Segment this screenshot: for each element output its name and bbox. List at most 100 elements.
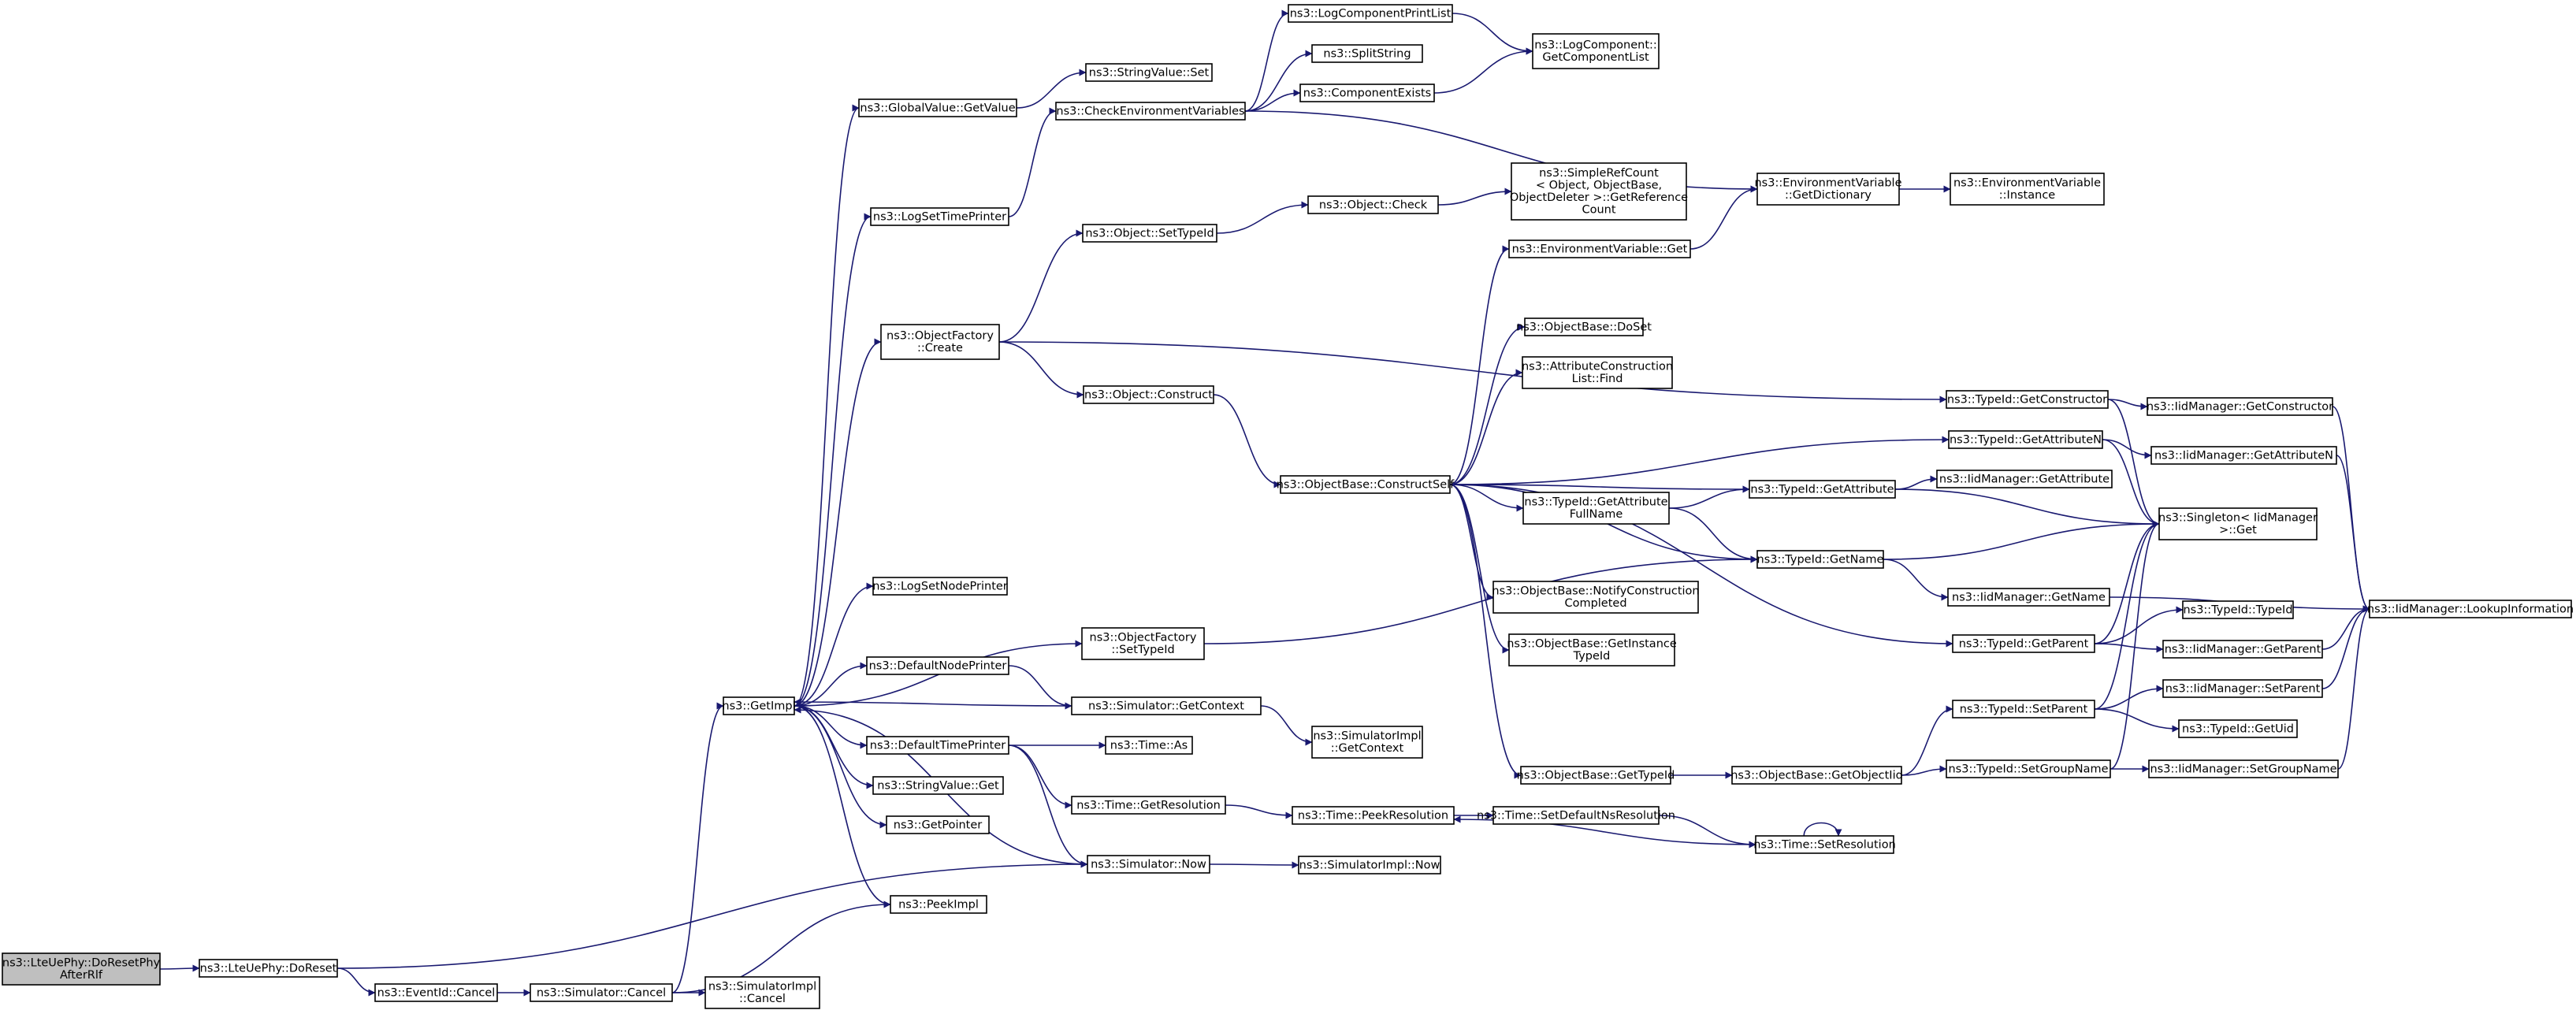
node-timesetres[interactable]: ns3::Time::SetResolution — [1753, 835, 1896, 854]
node-envvarget[interactable]: ns3::EnvironmentVariable::Get — [1508, 240, 1691, 258]
node-box — [866, 656, 1009, 675]
node-objsettypeid[interactable]: ns3::Object::SetTypeId — [1082, 224, 1217, 243]
node-box — [1299, 84, 1435, 102]
node-objconstruct[interactable]: ns3::Object::Construct — [1083, 385, 1214, 404]
node-strvalget[interactable]: ns3::StringValue::Get — [872, 776, 1004, 795]
node-typeidsetparent[interactable]: ns3::TypeId::SetParent — [1952, 700, 2095, 719]
node-iidlookup[interactable]: ns3::IidManager::LookupInformation — [2367, 600, 2574, 618]
node-label: ns3::EnvironmentVariable — [1953, 177, 2101, 190]
node-objbasenotify[interactable]: ns3::ObjectBase::NotifyConstructionCompl… — [1492, 581, 1700, 614]
node-objbaseconstructself[interactable]: ns3::ObjectBase::ConstructSelf — [1277, 475, 1455, 494]
node-typeidsetgroupname[interactable]: ns3::TypeId::SetGroupName — [1946, 759, 2111, 778]
node-iidgetconstructor[interactable]: ns3::IidManager::GetConstructor — [2147, 397, 2333, 416]
node-iidgetattrn[interactable]: ns3::IidManager::GetAttributeN — [2150, 446, 2337, 465]
node-box — [1280, 475, 1451, 494]
node-defnodeprinter[interactable]: ns3::DefaultNodePrinter — [866, 656, 1009, 675]
node-splitstring[interactable]: ns3::SplitString — [1311, 44, 1423, 63]
node-typeidtypeid[interactable]: ns3::TypeId::TypeId — [2182, 600, 2294, 619]
node-logcompprintlist[interactable]: ns3::LogComponentPrintList — [1288, 4, 1453, 23]
edge-getimpl-to-deftimeprinter — [794, 705, 868, 749]
edge-getimpl-to-defnodeprinter — [794, 662, 868, 707]
node-envvargetdict[interactable]: ns3::EnvironmentVariable::GetDictionary — [1754, 173, 1902, 206]
node-strvalset[interactable]: ns3::StringValue::Set — [1085, 63, 1213, 82]
node-typeidgetattr[interactable]: ns3::TypeId::GetAttribute — [1749, 480, 1896, 499]
node-simcancel[interactable]: ns3::Simulator::Cancel — [530, 983, 673, 1002]
node-singletonget[interactable]: ns3::Singleton< IidManager>::Get — [2158, 507, 2318, 540]
node-box — [1105, 736, 1193, 755]
node-checkenv[interactable]: ns3::CheckEnvironmentVariables — [1055, 102, 1246, 121]
node-box — [1950, 173, 2105, 206]
node-logcompgetlist[interactable]: ns3::LogComponent::GetComponentList — [1532, 33, 1660, 69]
node-simimplgetcontext[interactable]: ns3::SimulatorImpl::GetContext — [1311, 726, 1423, 759]
node-objbasegetobjectiid[interactable]: ns3::ObjectBase::GetObjectIid — [1730, 766, 1903, 785]
node-box — [2162, 640, 2323, 659]
node-simimplnow[interactable]: ns3::SimulatorImpl::Now — [1298, 856, 1441, 874]
node-doreset[interactable]: ns3::LteUePhy::DoReset — [199, 959, 338, 978]
node-objcheck[interactable]: ns3::Object::Check — [1307, 195, 1439, 214]
node-box — [1492, 806, 1660, 825]
node-label: ns3::IidManager::SetParent — [2165, 682, 2321, 695]
node-simimplcancel[interactable]: ns3::SimulatorImpl::Cancel — [704, 976, 820, 1009]
node-timeas[interactable]: ns3::Time::As — [1105, 736, 1193, 755]
edge-objbaseconstructself-to-typeidgetattrfullname — [1449, 484, 1524, 512]
node-label: ns3::IidManager::SetGroupName — [2150, 763, 2336, 775]
edge-checkenv-to-splitstring — [1244, 50, 1313, 112]
node-box — [1081, 627, 1205, 660]
node-peekimpl[interactable]: ns3::PeekImpl — [890, 895, 987, 914]
node-timepeekres[interactable]: ns3::Time::PeekResolution — [1292, 806, 1455, 825]
node-iidsetgroupname[interactable]: ns3::IidManager::SetGroupName — [2148, 759, 2339, 778]
node-box — [2150, 446, 2337, 465]
node-label: ns3::EventId::Cancel — [377, 986, 496, 999]
edge-objcheck-to-simplerefcount — [1437, 188, 1512, 206]
node-iidsetparent[interactable]: ns3::IidManager::SetParent — [2162, 679, 2323, 698]
node-typeidgetuid[interactable]: ns3::TypeId::GetUid — [2178, 719, 2298, 738]
node-label: ns3::Time::SetDefaultNsResolution — [1477, 809, 1675, 822]
node-deftimeprinter[interactable]: ns3::DefaultTimePrinter — [866, 736, 1009, 755]
node-logsetnodeprinter[interactable]: ns3::LogSetNodePrinter — [872, 577, 1008, 596]
edge-objbaseconstructself-to-attrconstrfind — [1449, 369, 1523, 485]
node-typeidgetname[interactable]: ns3::TypeId::GetName — [1756, 550, 1884, 569]
node-label: ns3::Time::As — [1110, 739, 1188, 752]
node-evcancel[interactable]: ns3::EventId::Cancel — [374, 983, 498, 1002]
node-label: ::Create — [917, 342, 963, 355]
node-iidgetparent[interactable]: ns3::IidManager::GetParent — [2162, 640, 2323, 659]
node-objfactorycreate[interactable]: ns3::ObjectFactory::Create — [880, 324, 1000, 360]
node-globalvalueget[interactable]: ns3::GlobalValue::GetValue — [858, 98, 1017, 117]
node-label: ns3::Time::PeekResolution — [1298, 809, 1448, 822]
edge-typeidgetparent-to-iidgetparent — [2094, 643, 2164, 653]
node-simgetcontext[interactable]: ns3::Simulator::GetContext — [1071, 696, 1262, 715]
node-box — [1311, 726, 1423, 759]
node-box — [866, 736, 1009, 755]
node-simnow[interactable]: ns3::Simulator::Now — [1087, 855, 1210, 874]
node-label: ns3::TypeId::GetConstructor — [1947, 393, 2107, 406]
node-timegetres[interactable]: ns3::Time::GetResolution — [1071, 796, 1226, 815]
node-iidgetattr[interactable]: ns3::IidManager::GetAttribute — [1936, 470, 2113, 488]
node-getimpl[interactable]: ns3::GetImpl — [722, 696, 796, 715]
node-typeidgetconstructor[interactable]: ns3::TypeId::GetConstructor — [1946, 390, 2109, 409]
edge-typeidsetparent-to-typeidgetuid — [2094, 708, 2180, 733]
node-objbasedoset[interactable]: ns3::ObjectBase::DoSet — [1516, 317, 1652, 336]
node-envvarinstance[interactable]: ns3::EnvironmentVariable::Instance — [1950, 173, 2105, 206]
node-timesetdefns[interactable]: ns3::Time::SetDefaultNsResolution — [1477, 806, 1675, 825]
edge-checkenv-to-logcompprintlist — [1244, 9, 1289, 112]
node-compexists[interactable]: ns3::ComponentExists — [1299, 84, 1435, 102]
node-simplerefcount[interactable]: ns3::SimpleRefCount< Object, ObjectBase,… — [1510, 162, 1688, 221]
node-objfactorysettypeid[interactable]: ns3::ObjectFactory::SetTypeId — [1081, 627, 1205, 660]
node-box — [704, 976, 820, 1009]
node-iidgetname[interactable]: ns3::IidManager::GetName — [1947, 588, 2110, 607]
node-objbasegettypeid[interactable]: ns3::ObjectBase::GetTypeId — [1517, 766, 1675, 785]
node-logsettimeprinter[interactable]: ns3::LogSetTimePrinter — [870, 207, 1009, 226]
node-label: ns3::TypeId::GetAttribute — [1750, 483, 1894, 496]
edge-objbaseconstructself-to-envvarget — [1449, 245, 1510, 485]
node-label: ns3::ObjectBase::DoSet — [1516, 321, 1652, 333]
node-getpointer[interactable]: ns3::GetPointer — [886, 815, 990, 834]
edge-typeidgetattr-to-singletonget — [1894, 488, 2160, 528]
node-typeidgetparent[interactable]: ns3::TypeId::GetParent — [1952, 634, 2095, 653]
node-label: Count — [1582, 204, 1615, 217]
node-typeidgetattrn[interactable]: ns3::TypeId::GetAttributeN — [1948, 430, 2103, 449]
